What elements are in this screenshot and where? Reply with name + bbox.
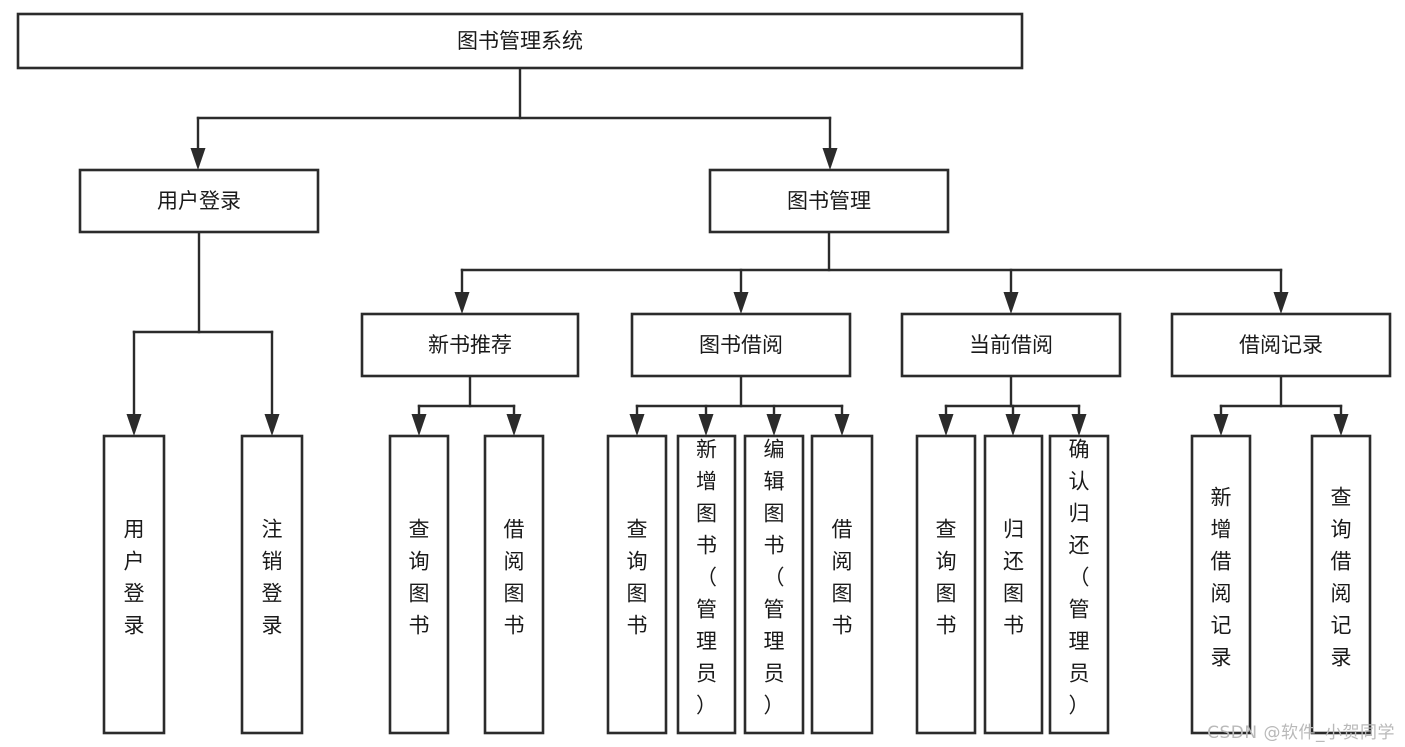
node-box[interactable] — [16, 12, 1024, 70]
node-label: 图书管理 — [787, 189, 871, 213]
node-leaf-query-book-rec[interactable]: 查询图书 — [388, 434, 450, 735]
arrowhead-icon — [1071, 414, 1087, 436]
node-leaf-user-login[interactable]: 用户登录 — [102, 434, 166, 735]
arrowhead-icon — [766, 414, 782, 436]
arrowhead-icon — [411, 414, 427, 436]
node-label: 借阅记录 — [1239, 333, 1323, 357]
node-label: 注销登录 — [262, 518, 283, 638]
node-box[interactable] — [676, 434, 737, 735]
node-new-book-recommend[interactable]: 新书推荐 — [360, 312, 580, 378]
edge-book-management-bus — [454, 230, 1289, 314]
node-book-borrow[interactable]: 图书借阅 — [630, 312, 852, 378]
node-label: 新增借阅记录 — [1211, 486, 1232, 670]
node-box[interactable] — [810, 434, 874, 735]
node-box[interactable] — [1170, 312, 1392, 378]
arrowhead-icon — [629, 414, 645, 436]
node-label: 查询借阅记录 — [1331, 486, 1352, 670]
arrowhead-icon — [834, 414, 850, 436]
node-label: 编辑图书（管理员） — [764, 438, 785, 718]
node-box[interactable] — [102, 434, 166, 735]
node-current-borrow[interactable]: 当前借阅 — [900, 312, 1122, 378]
node-box[interactable] — [1048, 434, 1110, 735]
node-leaf-borrow-book-rec[interactable]: 借阅图书 — [483, 434, 545, 735]
node-box[interactable] — [900, 312, 1122, 378]
node-leaf-edit-book-admin[interactable]: 编辑图书（管理员） — [743, 434, 805, 735]
node-box[interactable] — [708, 168, 950, 234]
node-label: 借阅图书 — [832, 518, 853, 638]
arrowhead-icon — [1333, 414, 1349, 436]
node-box[interactable] — [483, 434, 545, 735]
node-book-management[interactable]: 图书管理 — [708, 168, 950, 234]
node-label: 查询图书 — [627, 518, 648, 638]
node-borrow-record[interactable]: 借阅记录 — [1170, 312, 1392, 378]
arrowhead-icon — [698, 414, 714, 436]
arrowhead-icon — [938, 414, 954, 436]
node-user-login[interactable]: 用户登录 — [78, 168, 320, 234]
node-box[interactable] — [915, 434, 977, 735]
node-box[interactable] — [360, 312, 580, 378]
nodes-layer: 图书管理系统用户登录图书管理新书推荐图书借阅当前借阅借阅记录用户登录注销登录查询… — [16, 12, 1392, 735]
arrowhead-icon — [1003, 292, 1019, 314]
node-box[interactable] — [240, 434, 304, 735]
arrowhead-icon — [190, 148, 206, 170]
node-label: 查询图书 — [409, 518, 430, 638]
node-label: 新增图书（管理员） — [696, 438, 717, 718]
arrowhead-icon — [506, 414, 522, 436]
node-root[interactable]: 图书管理系统 — [16, 12, 1024, 70]
edge-borrow-record-bus — [1213, 374, 1349, 436]
node-label: 新书推荐 — [428, 333, 512, 357]
node-leaf-query-book-borrow[interactable]: 查询图书 — [606, 434, 668, 735]
edges-layer — [126, 66, 1349, 436]
node-leaf-return-book[interactable]: 归还图书 — [983, 434, 1044, 735]
node-box[interactable] — [983, 434, 1044, 735]
edge-user-login-bus — [126, 230, 280, 436]
arrowhead-icon — [1213, 414, 1229, 436]
node-box[interactable] — [630, 312, 852, 378]
node-label: 查询图书 — [936, 518, 957, 638]
node-box[interactable] — [388, 434, 450, 735]
node-box[interactable] — [1190, 434, 1252, 735]
edge-book-borrow-bus — [629, 374, 850, 436]
arrowhead-icon — [126, 414, 142, 436]
node-box[interactable] — [78, 168, 320, 234]
edge-new-book-recommend-bus — [411, 374, 522, 436]
node-leaf-query-book-current[interactable]: 查询图书 — [915, 434, 977, 735]
node-label: 确认归还（管理员） — [1069, 438, 1090, 718]
node-label: 当前借阅 — [969, 333, 1053, 357]
arrowhead-icon — [454, 292, 470, 314]
arrowhead-icon — [822, 148, 838, 170]
node-leaf-add-book-admin[interactable]: 新增图书（管理员） — [676, 434, 737, 735]
edge-current-borrow-bus — [938, 374, 1087, 436]
node-box[interactable] — [743, 434, 805, 735]
node-box[interactable] — [606, 434, 668, 735]
node-box[interactable] — [1310, 434, 1372, 735]
node-leaf-query-borrow-record[interactable]: 查询借阅记录 — [1310, 434, 1372, 735]
arrowhead-icon — [1273, 292, 1289, 314]
node-label: 归还图书 — [1003, 518, 1024, 638]
node-label: 用户登录 — [124, 518, 145, 638]
arrowhead-icon — [264, 414, 280, 436]
node-leaf-logout[interactable]: 注销登录 — [240, 434, 304, 735]
node-leaf-confirm-return-admin[interactable]: 确认归还（管理员） — [1048, 434, 1110, 735]
arrowhead-icon — [733, 292, 749, 314]
arrowhead-icon — [1005, 414, 1021, 436]
node-leaf-borrow-book[interactable]: 借阅图书 — [810, 434, 874, 735]
node-label: 图书管理系统 — [457, 29, 583, 53]
csdn-watermark: CSDN @软件_小贺同学 — [1207, 723, 1395, 743]
edge-root-bus — [190, 66, 838, 170]
node-label: 借阅图书 — [504, 518, 525, 638]
node-label: 用户登录 — [157, 189, 241, 213]
node-leaf-add-borrow-record[interactable]: 新增借阅记录 — [1190, 434, 1252, 735]
node-label: 图书借阅 — [699, 333, 783, 357]
